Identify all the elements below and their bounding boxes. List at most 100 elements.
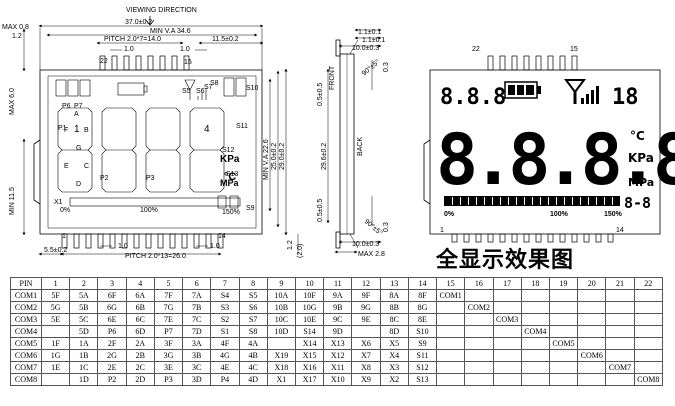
table-cell [520,361,550,374]
table-cell: 12 [351,277,381,290]
pin-label-14: 14 [218,233,226,240]
table-cell: 4A [238,337,268,350]
table-cell: 8C [379,313,409,326]
table-cell: X10 [323,373,353,386]
table-cell: S11 [407,349,438,362]
table-cell: X19 [266,349,296,362]
table-cell: 8E [407,313,438,326]
table-cell [492,337,522,350]
dim-side-03b: 0.3 [383,222,390,232]
signal-icon [564,79,599,104]
table-cell [633,337,664,350]
table-cell: S4 [210,289,240,302]
table-cell: 10B [266,301,296,314]
table-cell [577,337,607,350]
table-cell: 1 [40,277,71,290]
seg-label-c: C [84,163,89,170]
table-cell [520,373,550,386]
table-cell: X5 [379,337,409,350]
table-cell: 9 [266,277,296,290]
table-cell: S7 [238,313,268,326]
table-cell: COM3 [492,313,522,326]
table-cell: 10C [266,313,296,326]
table-cell: COM1 [10,289,42,302]
table-cell: 4F [210,337,240,350]
table-cell: 13 [379,277,409,290]
unit-mpa-left: MPa [220,178,240,188]
table-cell: S5 [238,289,268,302]
pin-label-22: 22 [100,58,108,65]
table-cell: 2E [97,361,127,374]
table-cell: 11 [323,277,353,290]
table-cell: COM7 [10,361,42,374]
table-cell: 17 [492,277,522,290]
bar-0-left: 0% [60,207,70,214]
table-cell: 22 [633,277,664,290]
table-cell: 4E [210,361,240,374]
table-cell: S1 [210,325,240,338]
table-cell [605,313,635,326]
table-cell: 8A [379,289,409,302]
seg-label-d: D [76,181,81,188]
table-cell: S14 [294,325,325,338]
pin-label-1: 1 [62,233,66,240]
table-cell: P3 [153,373,184,386]
table-cell [520,301,550,314]
table-cell: 10 [294,277,325,290]
dim-angle-bottom: 90°±5° [363,217,384,237]
seg-label-p7: P7 [74,103,83,110]
unit-kpa-left: KPa [220,154,240,165]
table-cell: 5E [40,313,71,326]
table-cell: 4B [238,349,268,362]
bar-150-left: 150% [222,209,240,216]
table-cell: 6A [125,289,155,302]
table-cell: X18 [266,361,296,374]
table-cell: 5G [40,301,71,314]
table-cell: COM4 [520,325,550,338]
seg-label-4: 4 [204,124,210,135]
table-cell: 4 [125,277,155,290]
table-cell: 3E [153,361,184,374]
table-cell: P2 [97,373,127,386]
table-cell: 8F [407,289,438,302]
dim-bottom-one-a: 1.0 [118,243,128,250]
table-cell: 8 [238,277,268,290]
table-cell: X3 [379,361,409,374]
table-cell: COM4 [10,325,42,338]
table-cell [577,373,607,386]
table-cell: 2A [125,337,155,350]
table-cell [464,373,494,386]
table-cell: S9 [407,337,438,350]
table-cell: 10D [266,325,296,338]
table-cell: 1D [69,373,99,386]
effect-right-digits: 18 [612,85,639,110]
table-cell: 8G [407,301,438,314]
table-cell [464,325,494,338]
table-cell: S10 [407,325,438,338]
table-cell: 10A [266,289,296,302]
table-cell [351,325,381,338]
table-cell [436,301,466,314]
table-cell [436,313,466,326]
effect-unit-kpa: KPa [628,151,654,165]
table-cell: 10F [294,289,325,302]
table-cell: X13 [323,337,353,350]
table-cell: X11 [323,361,353,374]
dim-v250: 25.0±0.2 [271,143,278,170]
dim-v20: (2.0) [297,244,304,258]
table-cell: P6 [97,325,127,338]
dim-v12: 1.2 [12,33,22,40]
table-cell: 2G [97,349,127,362]
effect-pin-label-1: 1 [440,227,444,234]
table-cell: 1B [69,349,99,362]
dim-min-115: MIN 11.5 [9,187,16,215]
side-view [326,28,382,254]
table-cell [464,289,494,302]
table-cell: X9 [351,373,381,386]
table-cell: 2D [125,373,155,386]
